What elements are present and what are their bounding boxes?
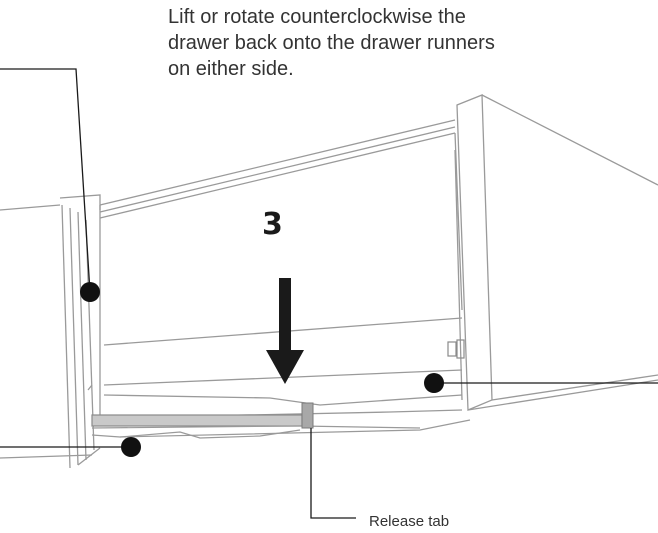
callout-dot-icon [80, 282, 100, 302]
callout-dot-icon [121, 437, 141, 457]
drawer-runner [0, 414, 471, 459]
step-number: 3 [262, 207, 283, 242]
instruction-line: on either side. [168, 58, 294, 80]
down-arrow-icon [266, 278, 304, 384]
release-tab-label: Release tab [369, 513, 450, 530]
instruction-line: Lift or rotate counterclockwise the [168, 6, 466, 28]
callout-dot-icon [424, 373, 444, 393]
instruction-line: drawer back onto the drawer runners [168, 32, 495, 54]
instruction-text: Lift or rotate counterclockwise the draw… [168, 4, 588, 82]
callout-lines [0, 68, 658, 519]
printer-frame [0, 194, 101, 469]
release-tab [301, 402, 314, 429]
latch [447, 339, 465, 359]
printer-body [454, 94, 658, 411]
drawer [99, 119, 463, 419]
